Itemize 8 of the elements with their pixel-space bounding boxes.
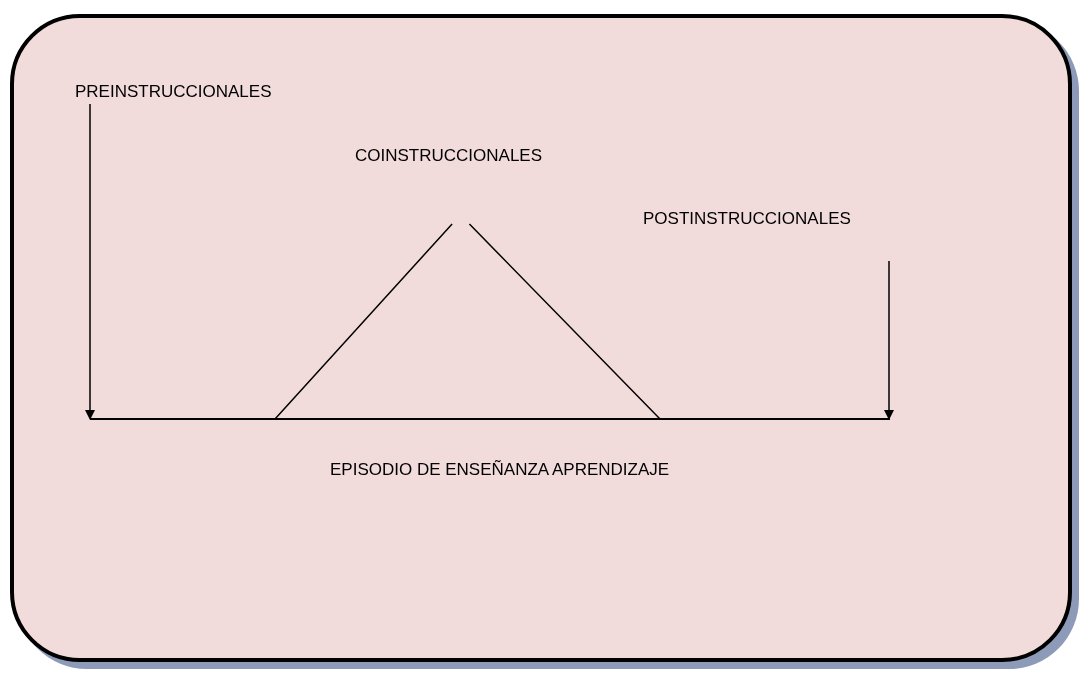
stage-label: COINSTRUCCIONALES — [355, 146, 595, 168]
stage-label: POSTINSTRUCCIONALES — [643, 209, 903, 231]
arrow — [85, 103, 95, 420]
triangle-outline — [275, 224, 660, 419]
timeline-line — [90, 418, 890, 420]
arrow — [884, 260, 894, 420]
caption-text: EPISODIO DE ENSEÑANZA APRENDIZAJE — [330, 460, 670, 480]
stage-label: PREINSTRUCCIONALES — [75, 82, 325, 104]
